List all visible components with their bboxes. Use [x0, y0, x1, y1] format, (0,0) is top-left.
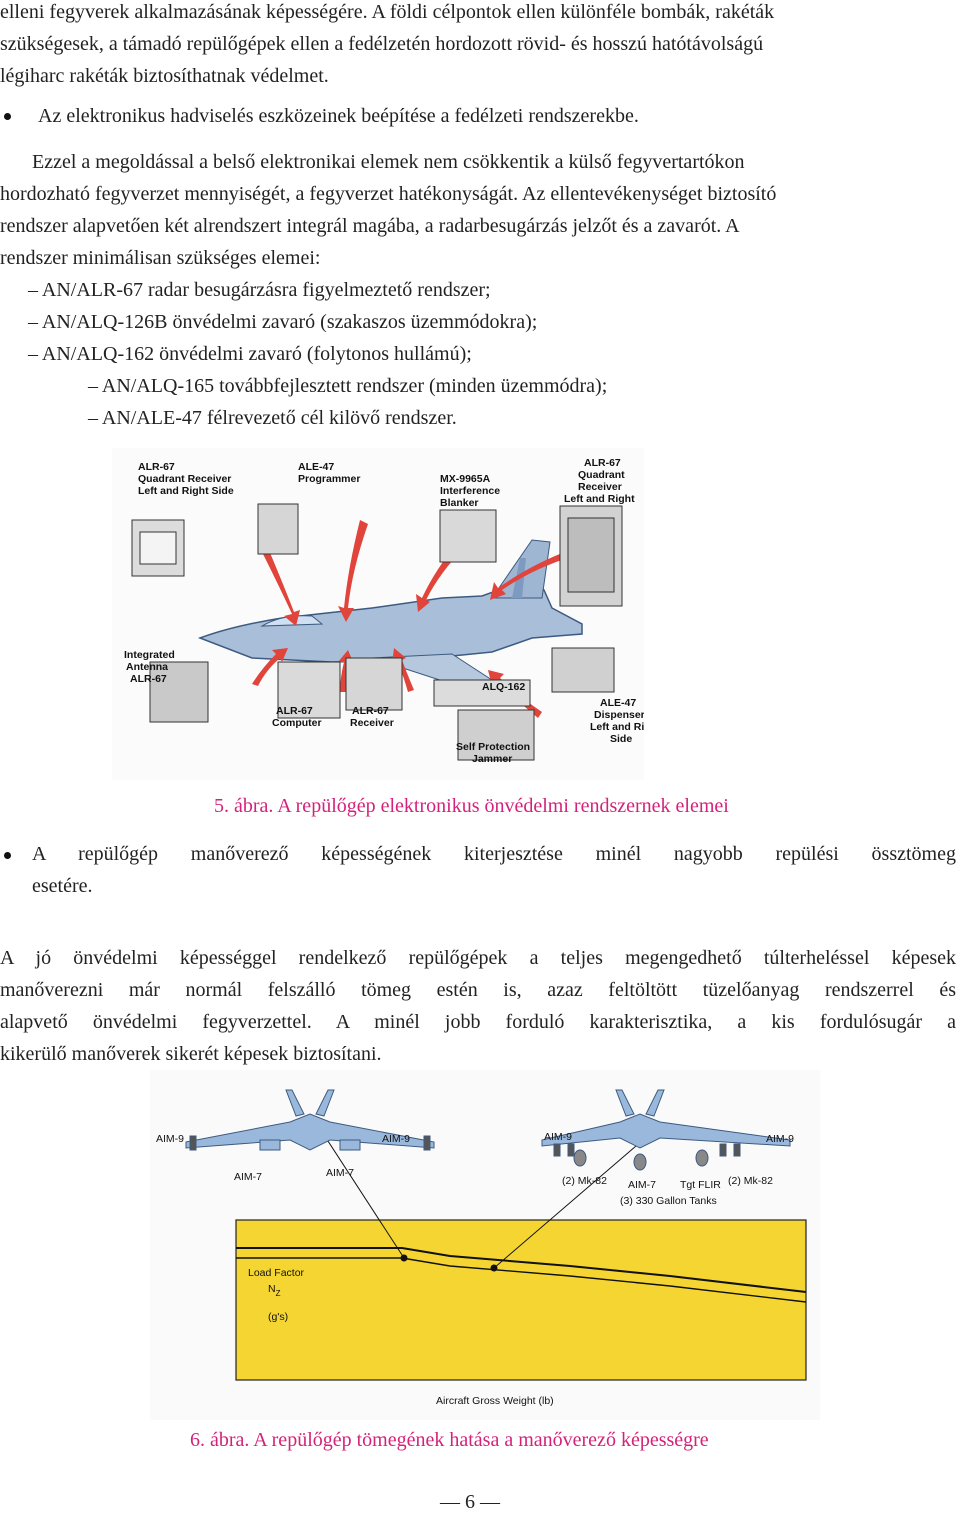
- intro-line-3: légiharc rakéták biztosíthatnak védelmet…: [0, 65, 329, 87]
- label-tgt-flir: Tgt FLIR: [680, 1179, 721, 1191]
- label-text: Programmer: [298, 473, 360, 485]
- list-item: – AN/ALE-47 félrevezető cél kilövő rends…: [88, 407, 457, 429]
- para1-line-2: hordozható fegyverzet mennyiségét, a feg…: [0, 183, 777, 205]
- label-aim9: AIM-9: [382, 1133, 410, 1145]
- label-text: Left and Right: [590, 721, 644, 733]
- jet-front-view-heavy: [541, 1089, 791, 1171]
- para1-line-1: Ezzel a megoldással a belső elektronikai…: [32, 151, 745, 173]
- load-factor-curve-lower: [236, 1257, 807, 1303]
- label-text: Quadrant: [578, 469, 625, 481]
- figure-6-caption: 6. ábra. A repülőgép tömegének hatása a …: [190, 1429, 709, 1451]
- list-item: – AN/ALQ-162 önvédelmi zavaró (folytonos…: [28, 343, 472, 365]
- label-text: Antenna: [126, 661, 168, 673]
- para2-line-4: kikerülő manőverek sikerét képesek bizto…: [0, 1043, 382, 1065]
- load-factor-curve: [236, 1247, 807, 1293]
- label-alq162: ALQ-162: [482, 681, 525, 693]
- label-ale47-programmer: ALE-47: [298, 461, 334, 473]
- label-mk82: (2) Mk-82: [728, 1175, 773, 1187]
- para2-line-1: A jó önvédelmi képességgel rendelkező re…: [0, 947, 956, 969]
- bullet-item-2-line-1: A repülőgép manőverező képességének kite…: [32, 843, 956, 865]
- label-aim7: AIM-7: [628, 1179, 656, 1191]
- label-text: Computer: [272, 717, 322, 729]
- list-item: – AN/ALQ-126B önvédelmi zavaró (szakaszo…: [28, 311, 538, 333]
- chart-ylabel-symbol: NZ: [268, 1283, 281, 1298]
- label-mx9965a: MX-9965A: [440, 473, 491, 485]
- jet-front-view-light: [185, 1089, 435, 1151]
- list-item: – AN/ALR-67 radar besugárzásra figyelmez…: [28, 279, 491, 301]
- label-text: Receiver: [350, 717, 394, 729]
- para2-line-2: manőverezni már normál felszálló tömeg e…: [0, 979, 956, 1001]
- label-integrated-antenna: Integrated: [124, 649, 175, 661]
- label-tanks: (3) 330 Gallon Tanks: [620, 1195, 717, 1207]
- label-mk82: (2) Mk-82: [562, 1175, 607, 1187]
- para1-line-3: rendszer alapvetően két alrendszert inte…: [0, 215, 740, 237]
- label-text: Side: [610, 733, 632, 745]
- label-text: Left and Right Side: [138, 485, 234, 497]
- component-boxes: [131, 503, 623, 761]
- chart-xlabel: Aircraft Gross Weight (lb): [436, 1395, 554, 1407]
- load-factor-figure: AIM-9 AIM-9 AIM-7 AIM-7 AIM-9 AIM-9 (2) …: [150, 1070, 820, 1420]
- chart-plot-area: [235, 1219, 807, 1381]
- intro-line-1: elleni fegyverek alkalmazásának képesség…: [0, 1, 775, 23]
- label-self-protection-jammer: Self Protection: [456, 741, 530, 753]
- figure-5-caption: 5. ábra. A repülőgép elektronikus önvéde…: [214, 795, 729, 817]
- label-text: ALR-67: [130, 673, 167, 685]
- label-text: Interference: [440, 485, 500, 497]
- chart-ylabel: Load Factor: [248, 1267, 305, 1279]
- label-alr67-computer: ALR-67: [276, 705, 313, 717]
- leader-line: [493, 1145, 637, 1269]
- leader-line: [325, 1137, 405, 1259]
- bullet-item-1: Az elektronikus hadviselés eszközeinek b…: [38, 105, 639, 127]
- ylabel-n: N: [268, 1283, 276, 1295]
- label-aim9: AIM-9: [156, 1133, 184, 1145]
- label-aim9: AIM-9: [766, 1133, 794, 1145]
- label-text: Left and Right: [564, 493, 635, 505]
- list-item: – AN/ALQ-165 továbbfejlesztett rendszer …: [88, 375, 608, 397]
- label-text: Dispenser: [594, 709, 644, 721]
- page-number: — 6 —: [440, 1491, 500, 1513]
- para1-line-4: rendszer minimálisan szükséges elemei:: [0, 247, 321, 269]
- chart-ylabel-unit: (g's): [268, 1311, 288, 1323]
- label-text: Quadrant Receiver: [138, 473, 231, 485]
- label-text: Jammer: [472, 753, 512, 765]
- label-aim9: AIM-9: [544, 1131, 572, 1143]
- bullet-item-2-line-2: esetére.: [32, 875, 93, 897]
- label-text: Blanker: [440, 497, 479, 509]
- label-alr67-receiver: ALR-67: [352, 705, 389, 717]
- intro-line-2: szükségesek, a támadó repülőgépek ellen …: [0, 33, 764, 55]
- label-text: Receiver: [578, 481, 622, 493]
- para2-line-3: alapvető önvédelmi fegyverzettel. A miné…: [0, 1011, 956, 1033]
- bullet-dot: [4, 113, 11, 120]
- label-alr67-left: ALR-67: [138, 461, 175, 473]
- label-alr67-right: ALR-67: [584, 457, 621, 469]
- label-aim7: AIM-7: [326, 1167, 354, 1179]
- ylabel-z: Z: [276, 1289, 281, 1298]
- label-aim7: AIM-7: [234, 1171, 262, 1183]
- label-ale47-dispenser: ALE-47: [600, 697, 636, 709]
- bullet-dot: [4, 852, 11, 859]
